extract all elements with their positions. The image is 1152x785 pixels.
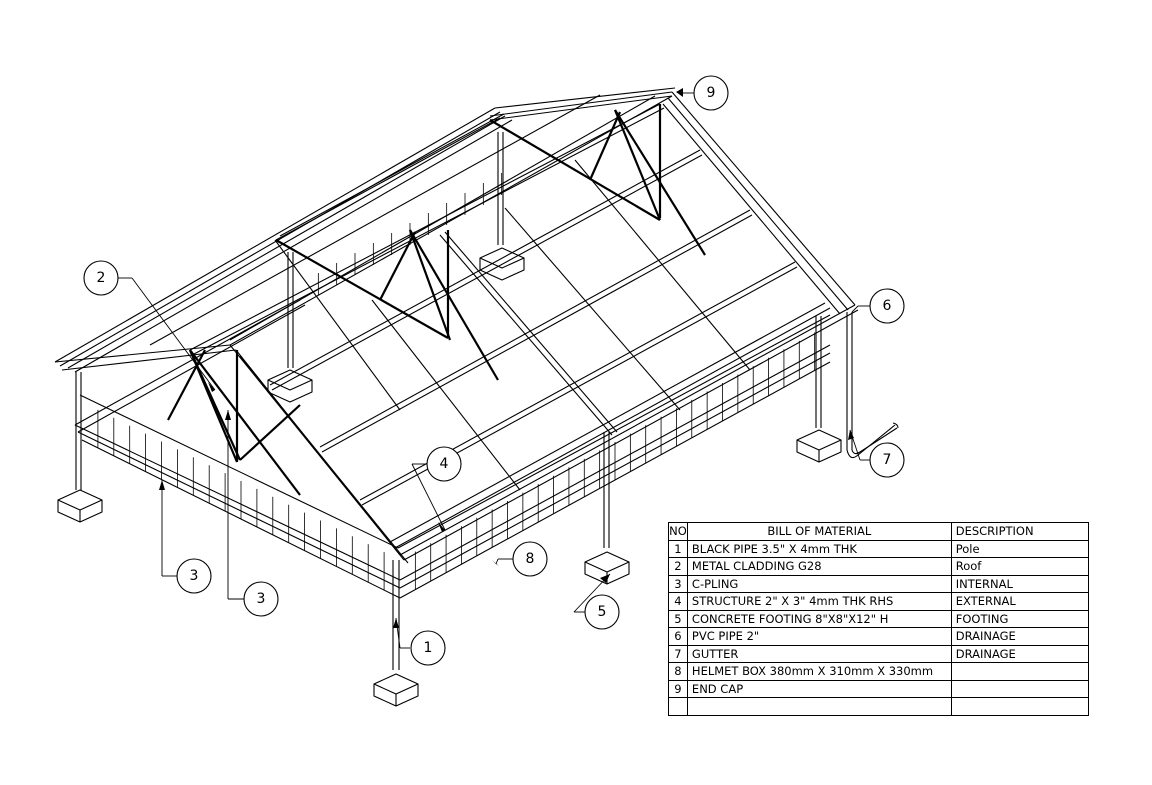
internal-bracing [189,95,673,355]
callout-6: 6 [869,288,905,324]
bom-description: FOOTING [950,609,1090,628]
bom-no: 8 [668,662,688,681]
bom-description [950,662,1090,681]
bom-material: HELMET BOX 380mm X 310mm X 330mm [686,662,952,681]
bom-header-material: BILL OF MATERIAL [686,522,952,541]
bom-no: 9 [668,679,688,698]
bom-header-description: DESCRIPTION [950,522,1090,541]
bom-description [950,697,1090,716]
bom-description: Pole [950,539,1090,558]
callouts: 1 2 3 3 4 5 6 7 8 9 [83,75,905,666]
callout-1: 1 [410,630,446,666]
bom-description: INTERNAL [950,574,1090,593]
trusses [167,104,706,496]
bom-no: 5 [668,609,688,628]
bom-header-row: NO BILL OF MATERIAL DESCRIPTION [668,522,1090,541]
bom-description: DRAINAGE [950,627,1090,646]
svg-text:4: 4 [440,456,449,472]
callout-2: 2 [83,260,119,296]
bom-no: 2 [668,557,688,576]
bom-material [686,697,952,716]
callout-7: 7 [869,442,905,478]
bom-no: 7 [668,644,688,663]
bom-material: END CAP [686,679,952,698]
svg-text:9: 9 [707,85,716,101]
bom-description: DRAINAGE [950,644,1090,663]
svg-text:8: 8 [526,551,535,567]
bom-header-no: NO [668,522,688,541]
bom-material: PVC PIPE 2" [686,627,952,646]
callout-3a: 3 [176,558,212,594]
callout-9: 9 [693,75,729,111]
bom-no: 3 [668,574,688,593]
ridge [489,87,676,121]
bom-material: BLACK PIPE 3.5" X 4mm THK [686,539,952,558]
structure-lines [54,87,899,707]
svg-text:5: 5 [598,604,607,620]
svg-text:1: 1 [424,640,433,656]
svg-text:6: 6 [883,298,892,314]
svg-text:2: 2 [97,270,106,286]
footings [57,247,842,707]
callout-5: 5 [584,594,620,630]
bom-material: METAL CLADDING G28 [686,557,952,576]
right-roof-plane [229,91,859,564]
poles [75,132,822,670]
bom-description: Roof [950,557,1090,576]
bom-no: 6 [668,627,688,646]
svg-text:3: 3 [257,591,266,607]
svg-text:7: 7 [883,452,892,468]
callout-arrowheads [159,88,854,628]
svg-text:3: 3 [190,568,199,584]
bom-description: EXTERNAL [950,592,1090,611]
callout-3b: 3 [243,581,279,617]
bom-no: 1 [668,539,688,558]
bom-no: 4 [668,592,688,611]
callout-8: 8 [512,541,548,577]
callout-4: 4 [426,446,462,482]
drainage-pipe [846,312,899,459]
bom-description [950,679,1090,698]
bom-material: GUTTER [686,644,952,663]
bom-no [668,697,688,716]
bom-material: C-PLING [686,574,952,593]
bom-material: CONCRETE FOOTING 8"X8"X12" H [686,609,952,628]
left-roof-plane [54,94,656,373]
bom-row [668,697,1090,716]
bom-material: STRUCTURE 2" X 3" 4mm THK RHS [686,592,952,611]
helmet-box-rack [97,173,816,591]
